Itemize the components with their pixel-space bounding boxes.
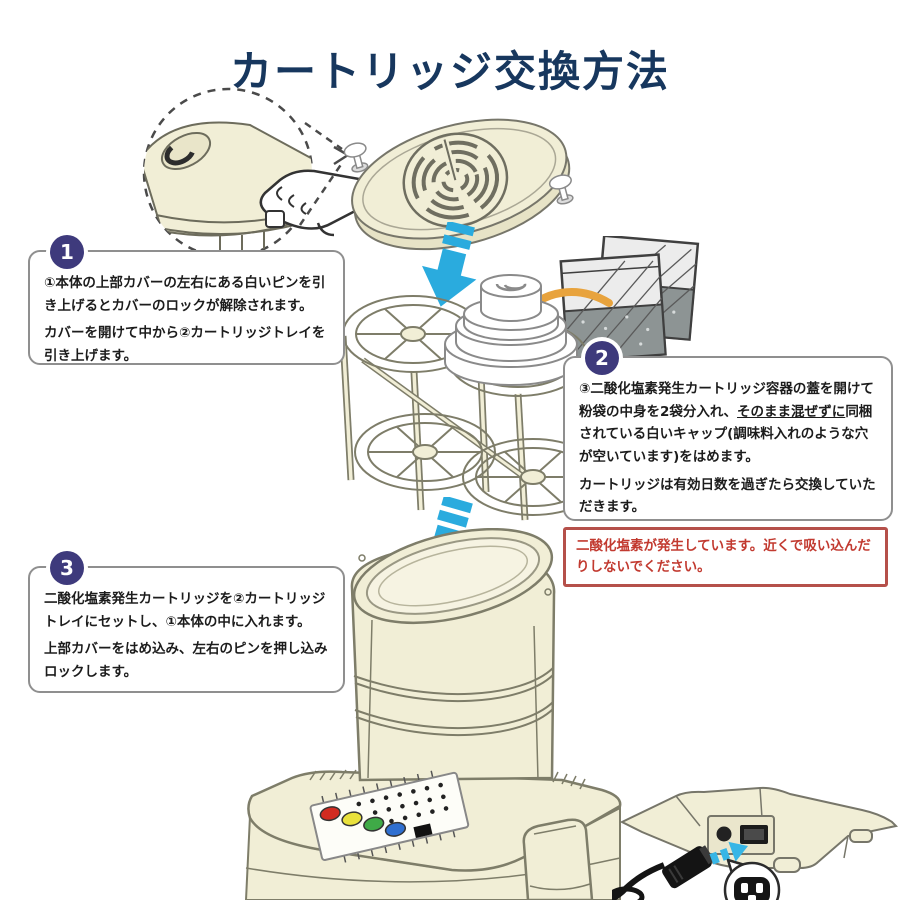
step-1-paragraph-1: ①本体の上部カバーの左右にある白いピンを引き上げるとカバーのロックが解除されます… xyxy=(44,275,326,314)
step-2-text-emphasis: そのまま混ぜずに xyxy=(737,403,846,420)
step-2-text-pre: ③二酸化塩素発生カートリッジ容器の蓋を開けて粉袋の中身を2袋分入れ、 xyxy=(579,381,874,420)
step-2-box: 2 ③二酸化塩素発生カートリッジ容器の蓋を開けて粉袋の中身を2袋分入れ、そのまま… xyxy=(563,341,893,521)
yellow-button xyxy=(341,811,363,827)
green-button xyxy=(363,816,385,832)
step-2-paragraph-2: カートリッジは有効日数を過ぎたら交換していただきます。 xyxy=(579,476,876,516)
cartridge-container xyxy=(444,274,578,386)
lock-pin-right xyxy=(548,174,574,205)
rubber-foot xyxy=(773,857,801,873)
connector-face-callout xyxy=(723,858,781,900)
step-2-number-badge: 2 xyxy=(585,341,619,375)
power-connector-illustration xyxy=(612,786,899,900)
cap-spiral-mark xyxy=(495,283,527,292)
lock-pin-left xyxy=(343,142,369,173)
powder-bags-illustration xyxy=(559,236,700,362)
black-switch xyxy=(413,823,433,838)
step-2-text-post: 同梱されている白いキャップ(調味料入れのような穴が空いています)をはめます。 xyxy=(579,403,873,466)
main-unit-body xyxy=(350,528,556,782)
blue-button xyxy=(384,821,407,837)
vent-grille xyxy=(402,132,509,228)
rubber-foot xyxy=(849,829,873,843)
indicator-dots xyxy=(356,782,449,824)
hand xyxy=(259,169,360,237)
base-rear-corner xyxy=(619,786,899,873)
step-3-paragraph-2: 上部カバーをはめ込み、左右のピンを押し込みロックします。 xyxy=(44,641,328,681)
main-unit-illustration xyxy=(244,528,622,900)
pin-pull-closeup-illustration xyxy=(142,87,360,259)
plug-insert-arrow-icon xyxy=(709,841,749,865)
base-handle xyxy=(522,818,594,900)
step-3-paragraph-1: 二酸化塩素発生カートリッジを②カートリッジトレイにセットし、①本体の中に入れます… xyxy=(44,591,326,630)
step-1-number-badge: 1 xyxy=(50,235,84,269)
step-3-box: 3 二酸化塩素発生カートリッジを②カートリッジトレイにセットし、①本体の中に入れ… xyxy=(28,551,345,693)
cartridge-tray-illustration xyxy=(339,274,604,521)
control-panel xyxy=(309,770,470,863)
warning-text: 二酸化塩素が発生しています。近くで吸い込んだりしないでください。 xyxy=(576,538,871,575)
power-plug xyxy=(612,845,715,900)
red-button xyxy=(319,806,341,822)
connector-face xyxy=(734,877,770,900)
top-cover-illustration xyxy=(343,118,574,251)
down-arrow-icon xyxy=(422,222,477,307)
tray-ring xyxy=(354,413,496,491)
white-lock-pin xyxy=(265,210,285,228)
step-1-box: 1 ①本体の上部カバーの左右にある白いピンを引き上げるとカバーのロックが解除され… xyxy=(28,235,345,365)
step-3-number-badge: 3 xyxy=(50,551,84,585)
step-2-paragraph-1: ③二酸化塩素発生カートリッジ容器の蓋を開けて粉袋の中身を2袋分入れ、そのまま混ぜ… xyxy=(579,378,879,469)
warning-box: 二酸化塩素が発生しています。近くで吸い込んだりしないでください。 xyxy=(563,527,888,587)
power-knob xyxy=(716,826,732,842)
step-1-paragraph-2: カバーを開けて中から②カートリッジトレイを引き上げます。 xyxy=(44,325,326,365)
page-title: カートリッジ交換方法 xyxy=(229,47,670,96)
